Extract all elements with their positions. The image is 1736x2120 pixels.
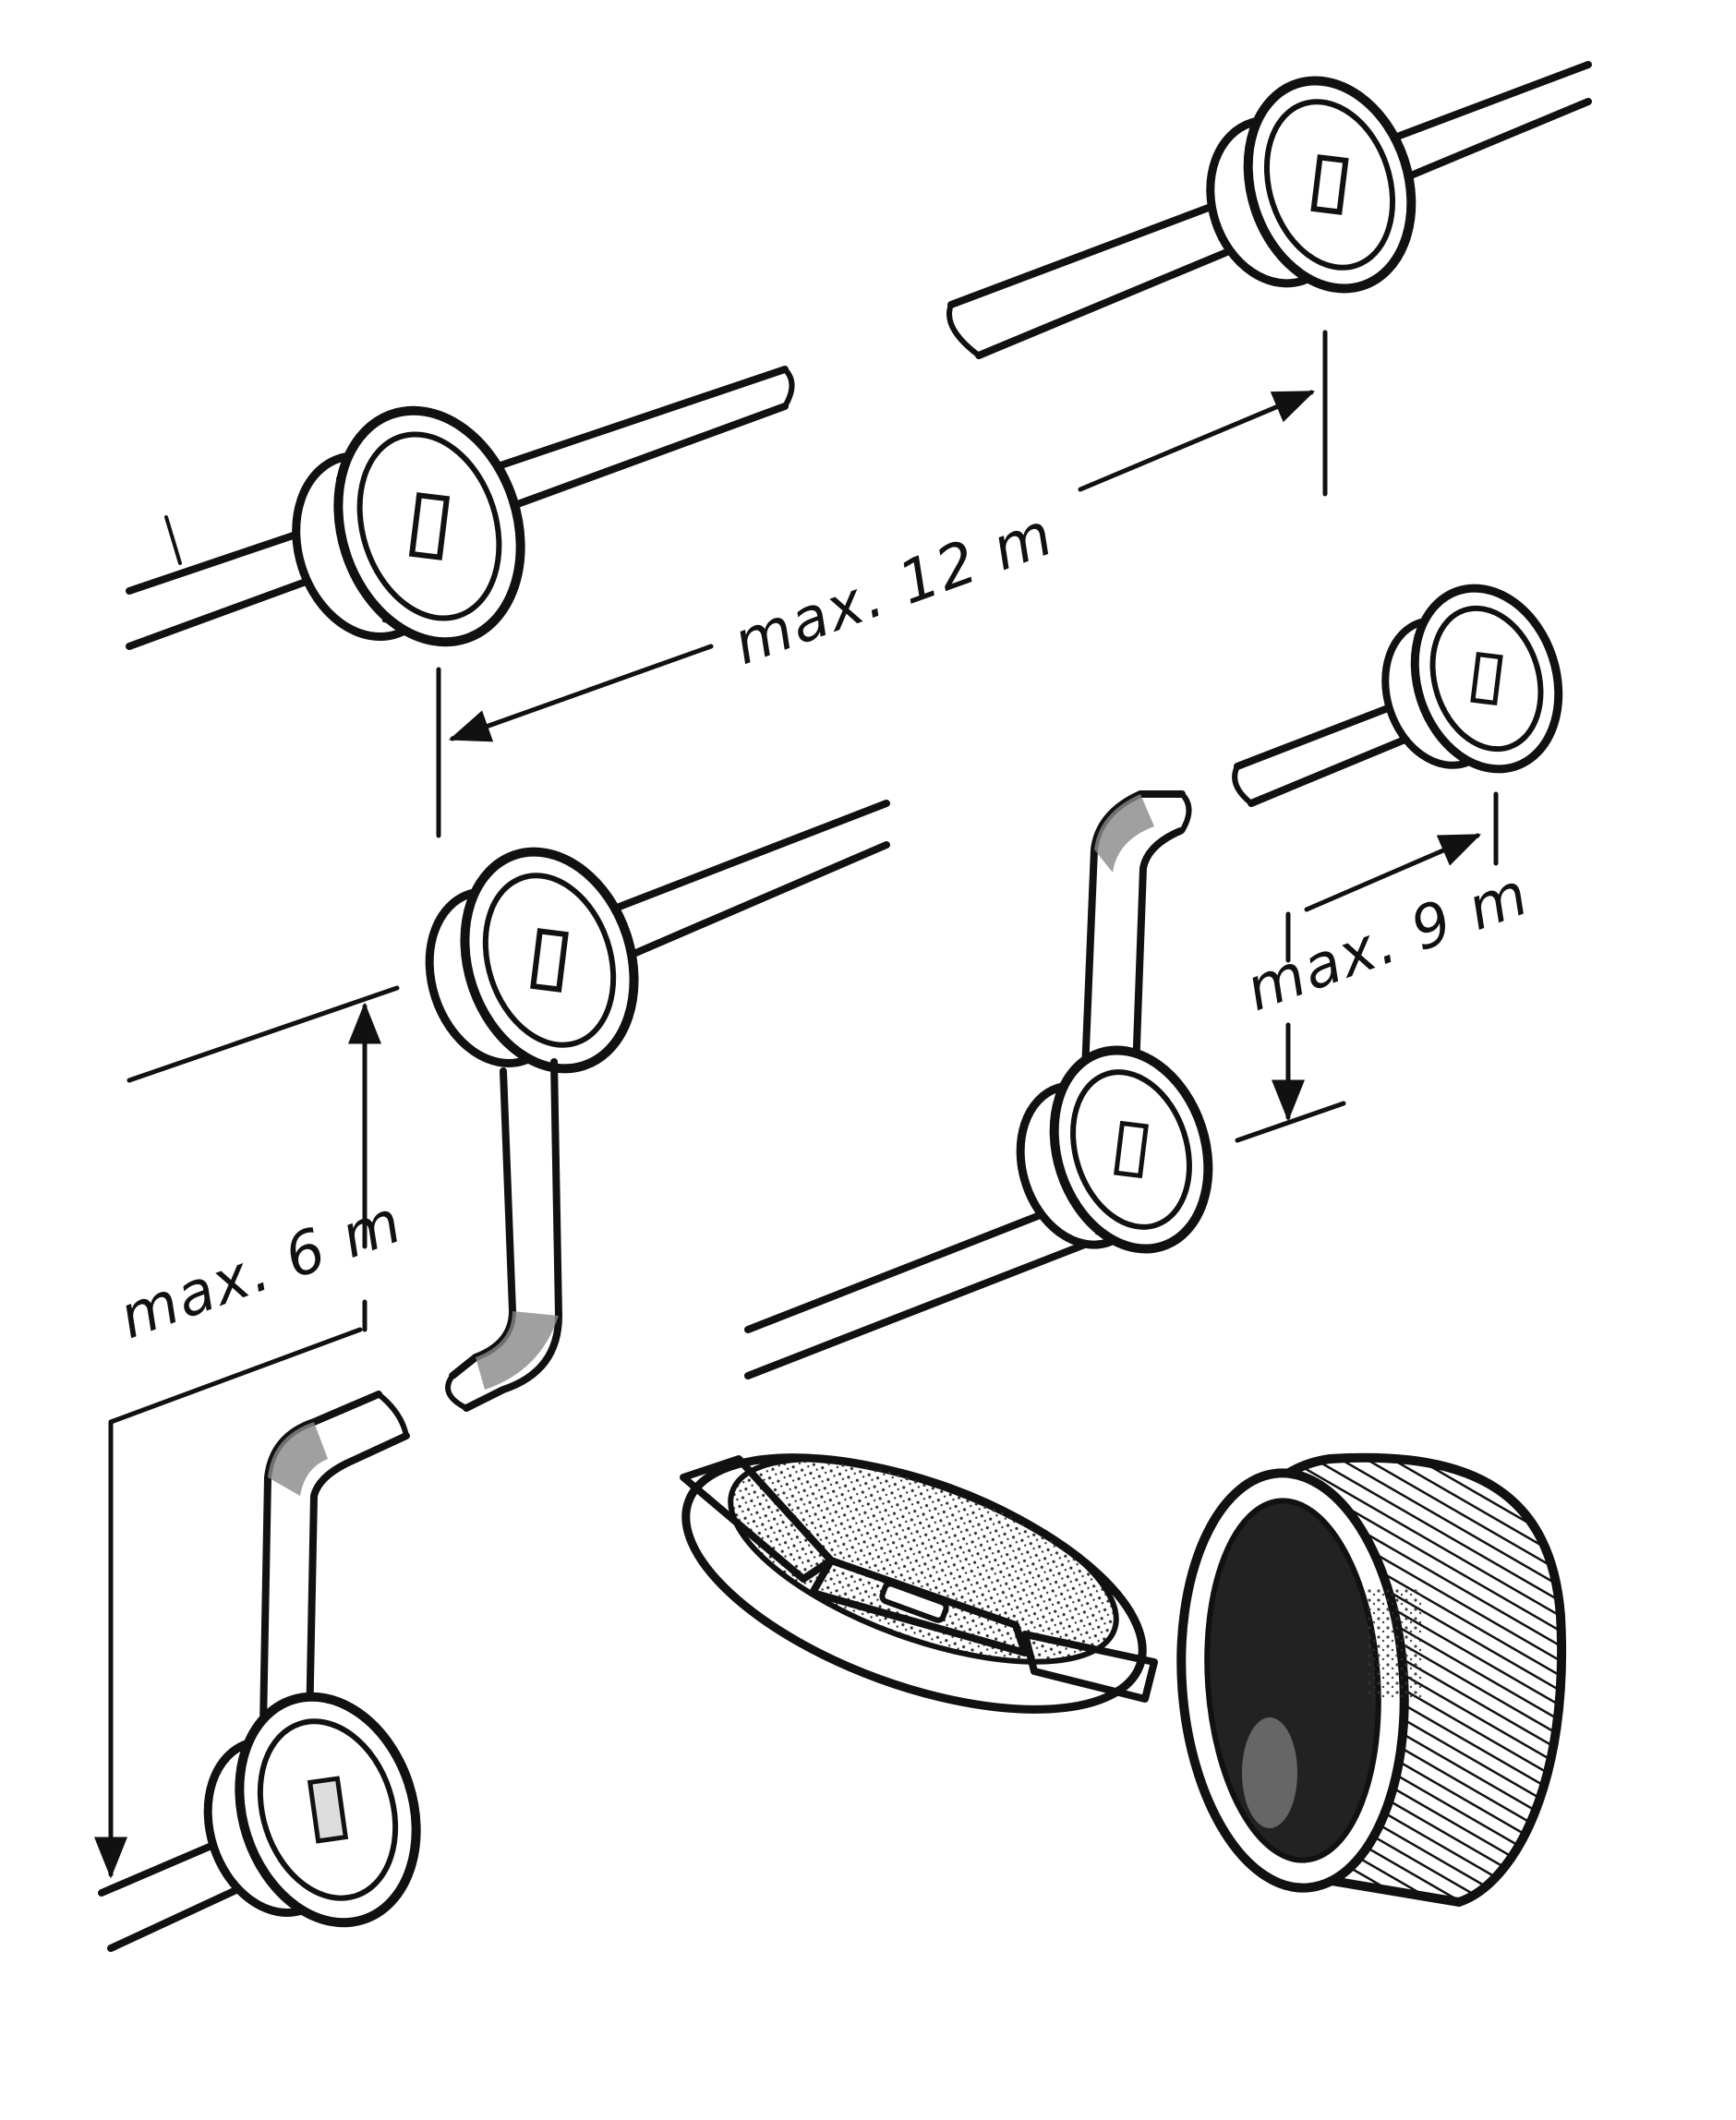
label-max-12m: max. 12 m [725,500,1063,679]
pipe-right-lower [744,1192,1107,1379]
cleanout-fitting-5 [425,847,639,1074]
riser-lower-left [259,1391,410,1730]
cleanout-fitting-6 [203,1692,421,1928]
cleanout-fitting-4 [1016,1045,1213,1254]
pipe-center [597,800,890,964]
riser-right [1081,790,1192,1075]
cleanout-fitting-1 [1206,76,1417,294]
cleanout-fitting-2 [292,405,525,647]
riser-center [445,1058,562,1412]
threaded-ring-detail [1176,1452,1566,1908]
dimension-max-12m: max. 12 m [436,330,1328,838]
cleanout-cap-detail [680,1453,1158,1714]
cleanout-fitting-3 [1381,584,1563,774]
label-max-9m: max. 9 m [1237,860,1538,1025]
dimension-max-9m: max. 9 m [1235,791,1538,1143]
